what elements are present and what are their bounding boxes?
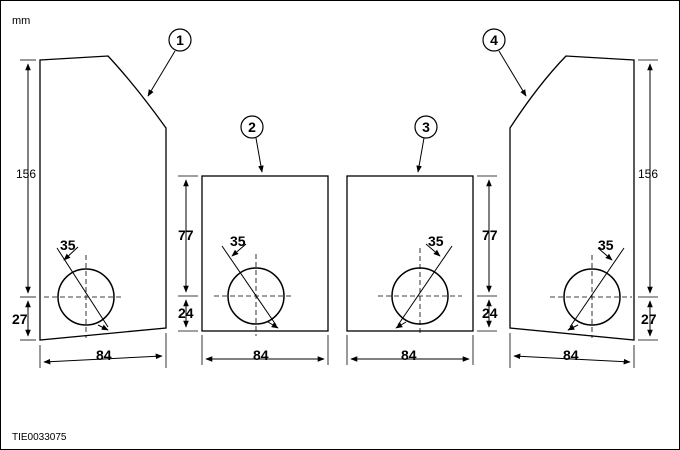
callout-2: 2: [248, 119, 256, 135]
panel-2-hole-diameter: 35: [230, 233, 246, 249]
panel-3-hole-diameter: 35: [428, 233, 444, 249]
panel-1: 35 156 27 84 1: [12, 28, 192, 368]
panel-4-width-label: 84: [563, 347, 579, 363]
panel-2-height-label: 77: [178, 227, 194, 243]
panel-2-width-label: 84: [253, 347, 269, 363]
panel-1-outline: [39, 55, 167, 341]
panel-1-hole: [57, 268, 115, 326]
panel-1-hole-diameter: 35: [60, 237, 76, 253]
panel-2: 35 77 24 84 2: [178, 115, 329, 365]
panel-4-outline: [509, 55, 635, 341]
panel-4: 35 156 27 84 4: [482, 28, 658, 368]
panel-3-height-label: 77: [482, 227, 498, 243]
panel-1-height-label: 156: [16, 167, 36, 181]
panel-1-width-label: 84: [96, 347, 112, 363]
panel-1-hole-offset-label: 27: [12, 311, 28, 327]
panel-2-hole: [227, 267, 285, 325]
panel-3-outline: [346, 175, 474, 332]
panel-4-hole-offset-label: 27: [641, 311, 657, 327]
panel-4-hole: [563, 268, 621, 326]
reference-code: TIE0033075: [12, 432, 67, 443]
panel-2-outline: [201, 175, 329, 332]
callout-3: 3: [422, 119, 430, 135]
panel-4-hole-diameter: 35: [598, 237, 614, 253]
callout-4: 4: [490, 32, 498, 48]
panel-3: 35 77 24 84 3: [346, 115, 498, 365]
panel-3-width-label: 84: [401, 347, 417, 363]
panel-2-hole-offset-label: 24: [178, 305, 194, 321]
panel-3-hole-offset-label: 24: [482, 305, 498, 321]
units-label: mm: [12, 15, 30, 27]
panel-4-height-label: 156: [638, 167, 658, 181]
callout-1: 1: [176, 32, 184, 48]
